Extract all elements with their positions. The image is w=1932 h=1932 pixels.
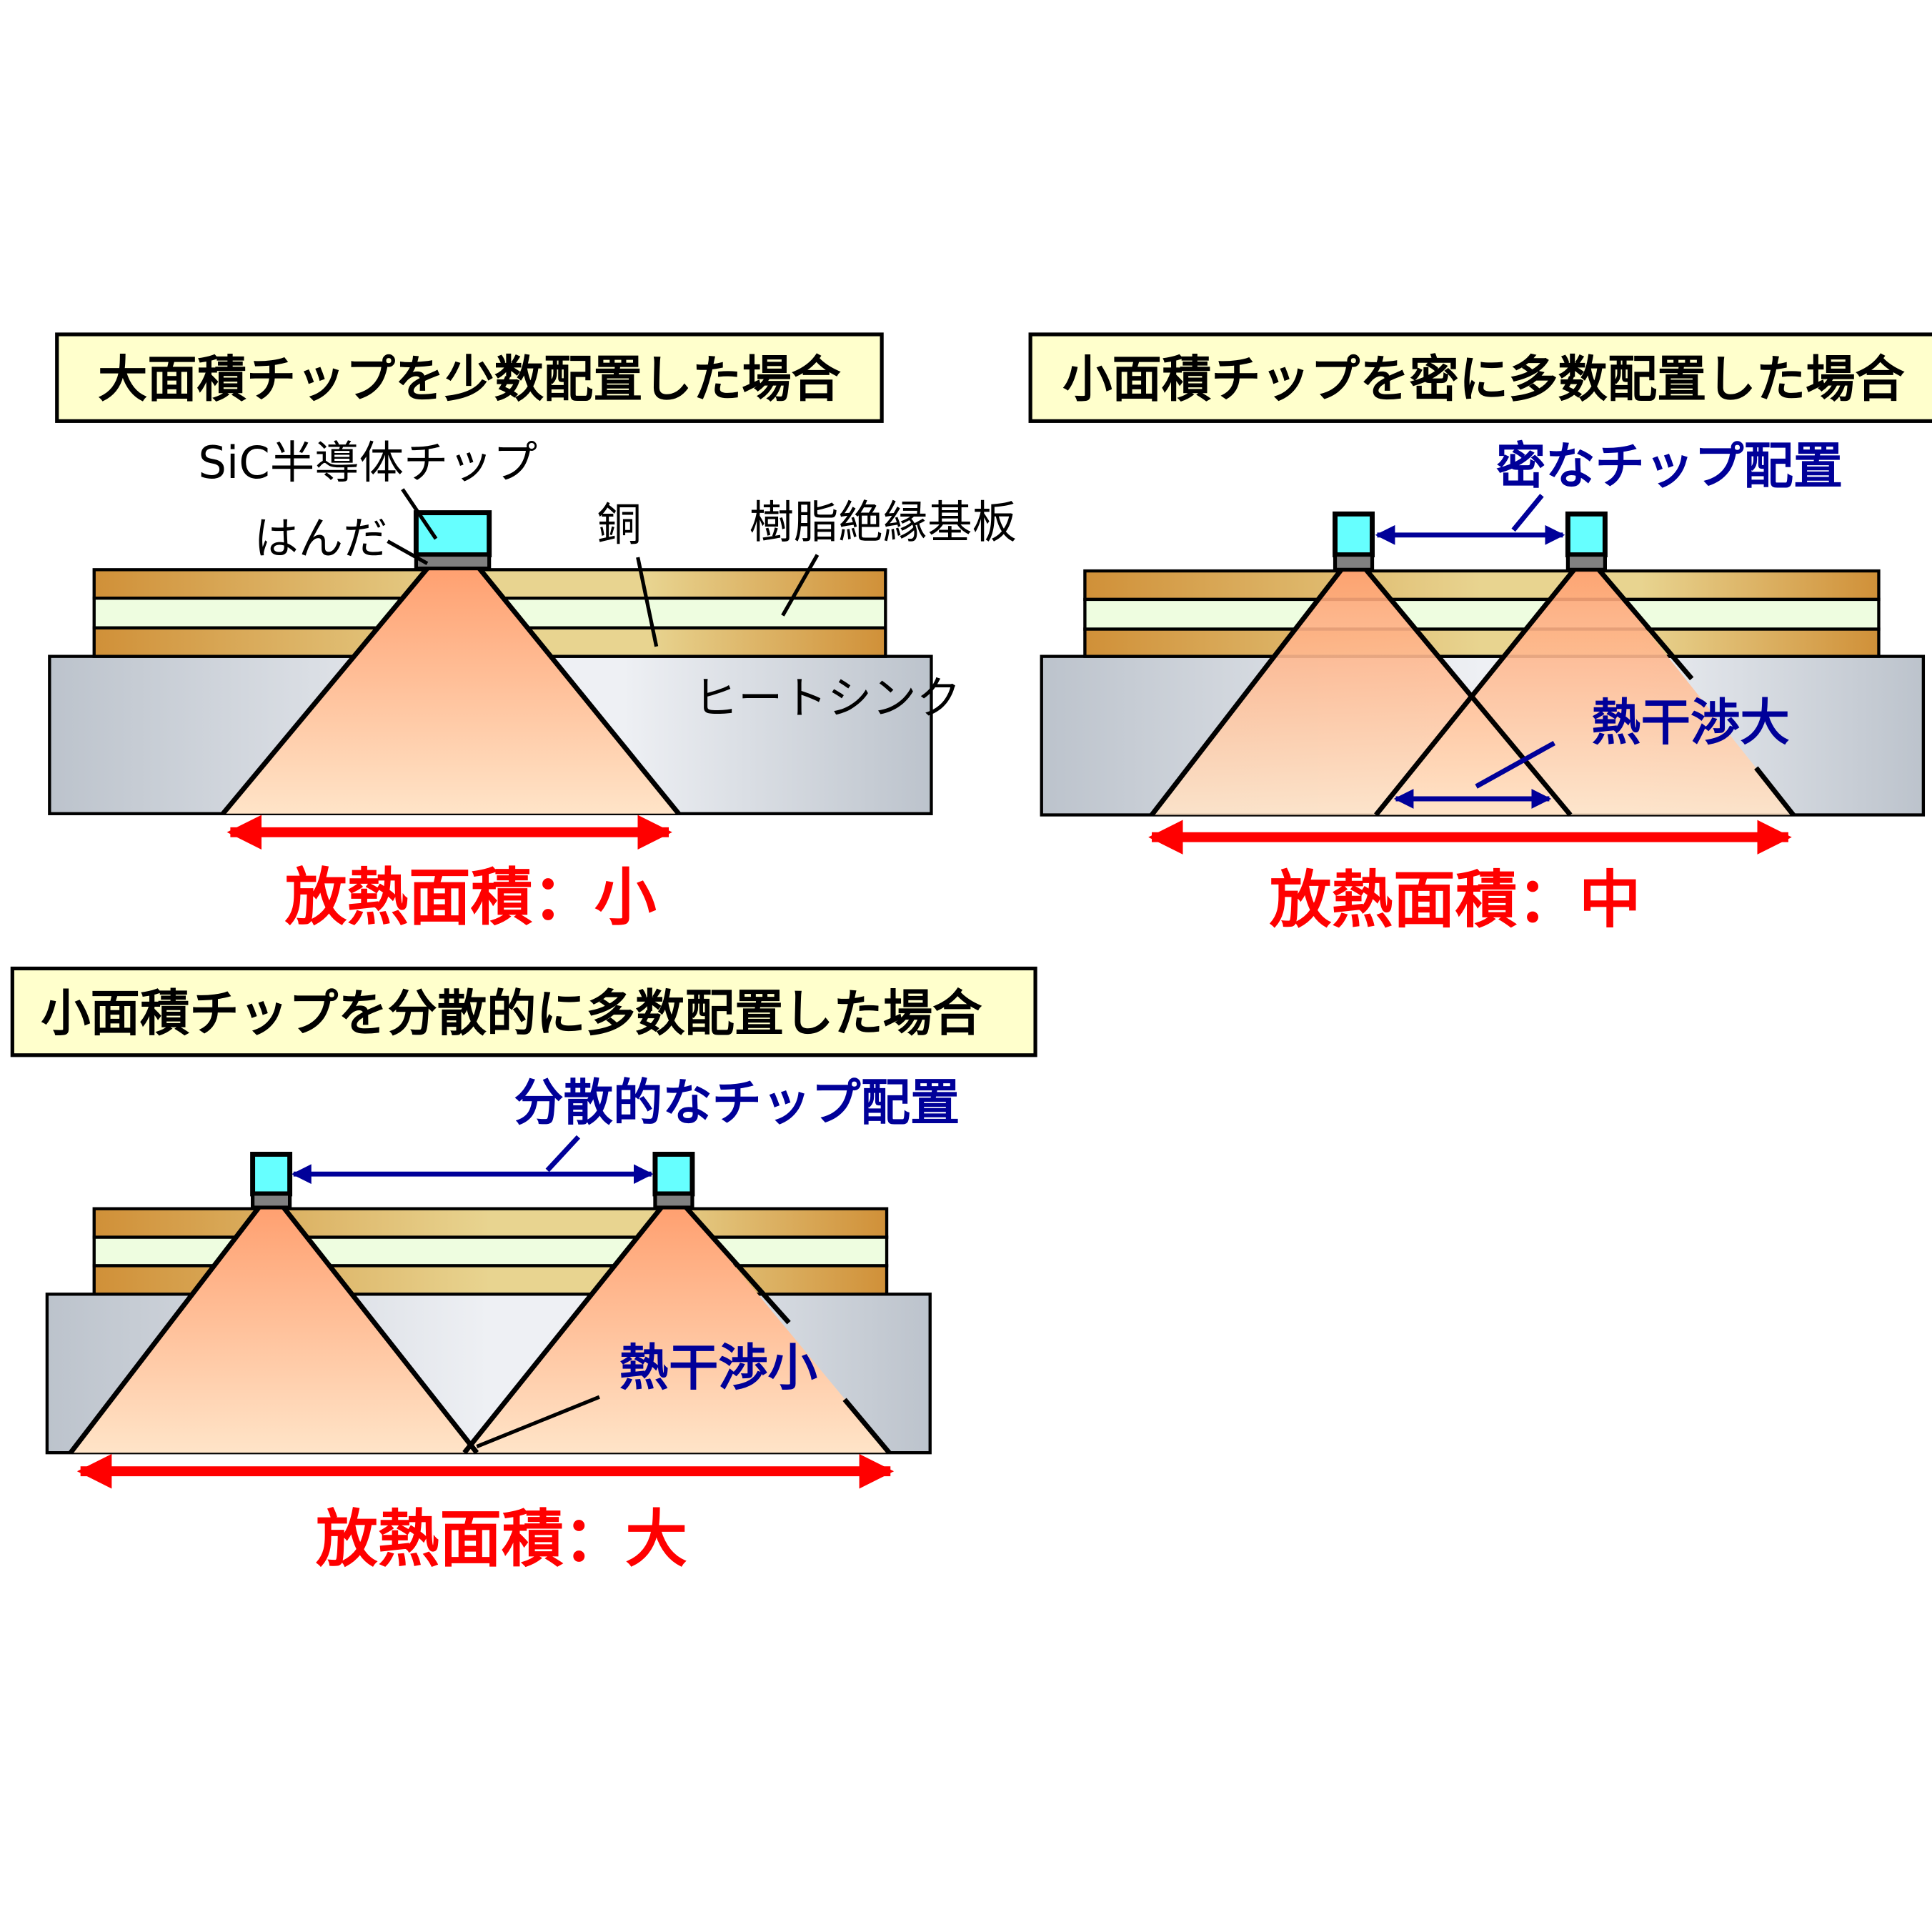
result-label: 放熱面積：中 [1270,865,1641,937]
insulator [1083,597,1881,631]
title-box [1028,332,1932,423]
interference-label: 熱干渉小 [619,1340,817,1397]
chip [250,1152,293,1197]
title-box [55,332,884,423]
insulator [92,1235,889,1268]
heat-spread-cone [464,1208,890,1453]
copper-top [92,1207,889,1239]
chip [1333,511,1375,558]
solder [251,1192,292,1210]
label-chip: SiC半導体チップ [198,437,537,489]
solder [1333,552,1375,572]
panel-title: 小面積チップを分散的に多数配置した場合 [41,985,982,1042]
heat-spread-cone [1375,569,1793,815]
panel-distributed-chips: 小面積チップを分散的に多数配置した場合 分散的なチップ配置 熱干渉小 放熱面積：… [10,966,1037,1575]
title-box [10,966,1037,1057]
panel-title: 大面積チップを少数配置した場合 [98,352,842,409]
copper-top [1083,569,1881,602]
copper-bottom [1083,627,1881,658]
label-substrate: 樹脂絶縁基板 [750,496,1017,548]
spacing-label: 密なチップ配置 [1496,438,1843,495]
solder [653,1192,694,1210]
sic-chip [413,510,492,557]
interference-label: 熱干渉大 [1591,694,1789,752]
result-label: 放熱面積：小 [285,862,657,934]
heat-spread-cone [70,1208,477,1453]
result-label: 放熱面積：大 [316,1504,687,1575]
panel-title: 小面積チップを密に多数配置した場合 [1062,352,1905,409]
panel-large-chip: 大面積チップを少数配置した場合 SiC半導体チップ はんだ 銅 樹脂絶縁基板 ヒ… [48,332,1017,934]
panel-dense-chips: 小面積チップを密に多数配置した場合 密なチップ配置 熱干渉大 放熱面積：中 [1028,332,1932,937]
spacing-label: 分散的なチップ配置 [514,1075,960,1132]
heat-spread-cone [223,568,679,814]
chip [1565,511,1608,558]
solder [414,552,492,571]
label-copper: 銅 [597,499,641,551]
label-heatsink: ヒートシンク [694,672,961,724]
label-solder: はんだ [254,512,387,564]
solder [1565,552,1607,572]
chip [652,1152,695,1197]
